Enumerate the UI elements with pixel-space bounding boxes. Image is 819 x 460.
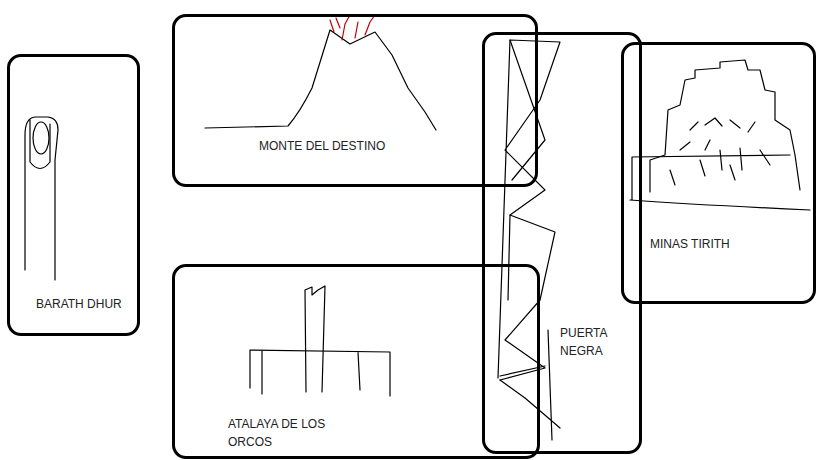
place-label: MINAS TIRITH bbox=[650, 235, 780, 253]
place-label: ATALAYA DE LOS ORCOS bbox=[228, 415, 338, 451]
place-label: PUERTA NEGRA bbox=[560, 324, 620, 360]
gate-sketch bbox=[500, 40, 560, 440]
place-box: PUERTA NEGRA bbox=[482, 32, 642, 454]
place-label: BARATH DHUR bbox=[36, 295, 132, 313]
place-box: MINAS TIRITH bbox=[621, 42, 816, 304]
place-box: BARATH DHUR bbox=[7, 54, 140, 336]
gate-sketch bbox=[498, 40, 560, 380]
lava-sketch bbox=[330, 15, 375, 40]
eye-sketch bbox=[30, 120, 50, 169]
place-label: MONTE DEL DESTINO bbox=[259, 137, 459, 155]
mountain-sketch bbox=[205, 30, 436, 130]
watchtower-sketch bbox=[305, 286, 325, 392]
wall-sketch bbox=[250, 350, 390, 396]
city-sketch bbox=[650, 60, 800, 192]
tower-sketch bbox=[25, 117, 58, 280]
city-sketch bbox=[630, 118, 810, 210]
eye-sketch bbox=[33, 122, 49, 154]
